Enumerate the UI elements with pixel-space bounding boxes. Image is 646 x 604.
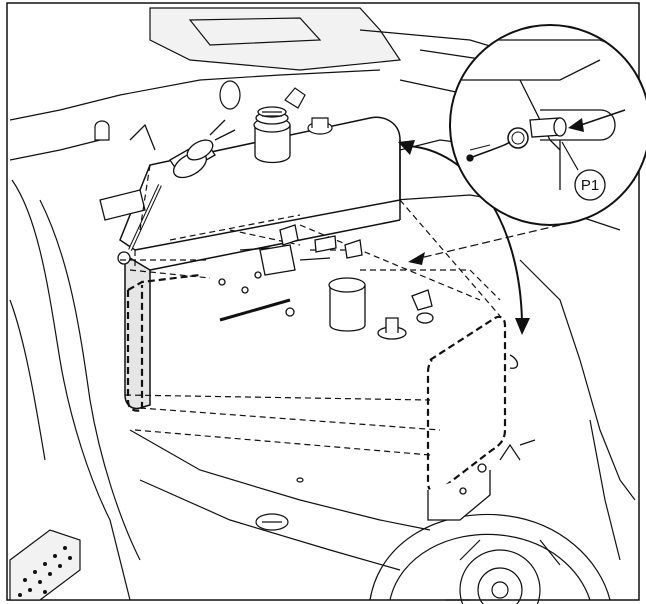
pedal-grip-dots (18, 546, 72, 597)
machine-body (9, 7, 636, 604)
vent-fitting (94, 80, 333, 141)
hose-marks (499, 439, 536, 461)
filler-cap (253, 106, 291, 164)
fuel-tank-removed (126, 273, 507, 494)
removed-tank-components (218, 224, 519, 521)
detail-view: P1 (449, 24, 646, 226)
fuel-filter-assembly (99, 119, 236, 265)
callout-bubble (574, 169, 606, 201)
fuel-tank-installed (119, 116, 401, 410)
pointer-arrowhead (408, 252, 425, 265)
callout-label-p1: P1 (581, 177, 599, 194)
